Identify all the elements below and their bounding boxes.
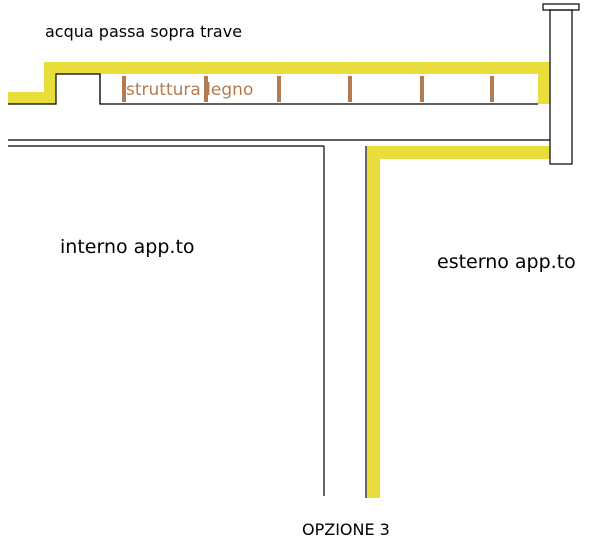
wood-post bbox=[204, 76, 208, 102]
label-wood-structure: struttura legno bbox=[126, 80, 254, 100]
wood-structure bbox=[122, 76, 494, 102]
waterproofing-top-band bbox=[44, 62, 550, 74]
waterproofing-right-end bbox=[538, 74, 550, 104]
label-option: OPZIONE 3 bbox=[302, 520, 390, 539]
outline-lines bbox=[8, 3, 580, 498]
label-water-over-beam: acqua passa sopra trave bbox=[45, 22, 243, 41]
wood-post bbox=[490, 76, 494, 102]
parapet-cap bbox=[542, 3, 580, 11]
wood-post bbox=[122, 76, 126, 102]
waterproofing-layer bbox=[8, 62, 550, 498]
label-exterior: esterno app.to bbox=[437, 251, 576, 273]
wood-post bbox=[277, 76, 281, 102]
wood-post bbox=[348, 76, 352, 102]
waterproofing-exterior-vertical bbox=[367, 146, 380, 498]
waterproofing-exterior-horizontal bbox=[367, 146, 550, 159]
beam-left-outline bbox=[8, 73, 538, 105]
label-interior: interno app.to bbox=[60, 236, 195, 258]
parapet-post bbox=[549, 9, 573, 165]
wood-post bbox=[420, 76, 424, 102]
